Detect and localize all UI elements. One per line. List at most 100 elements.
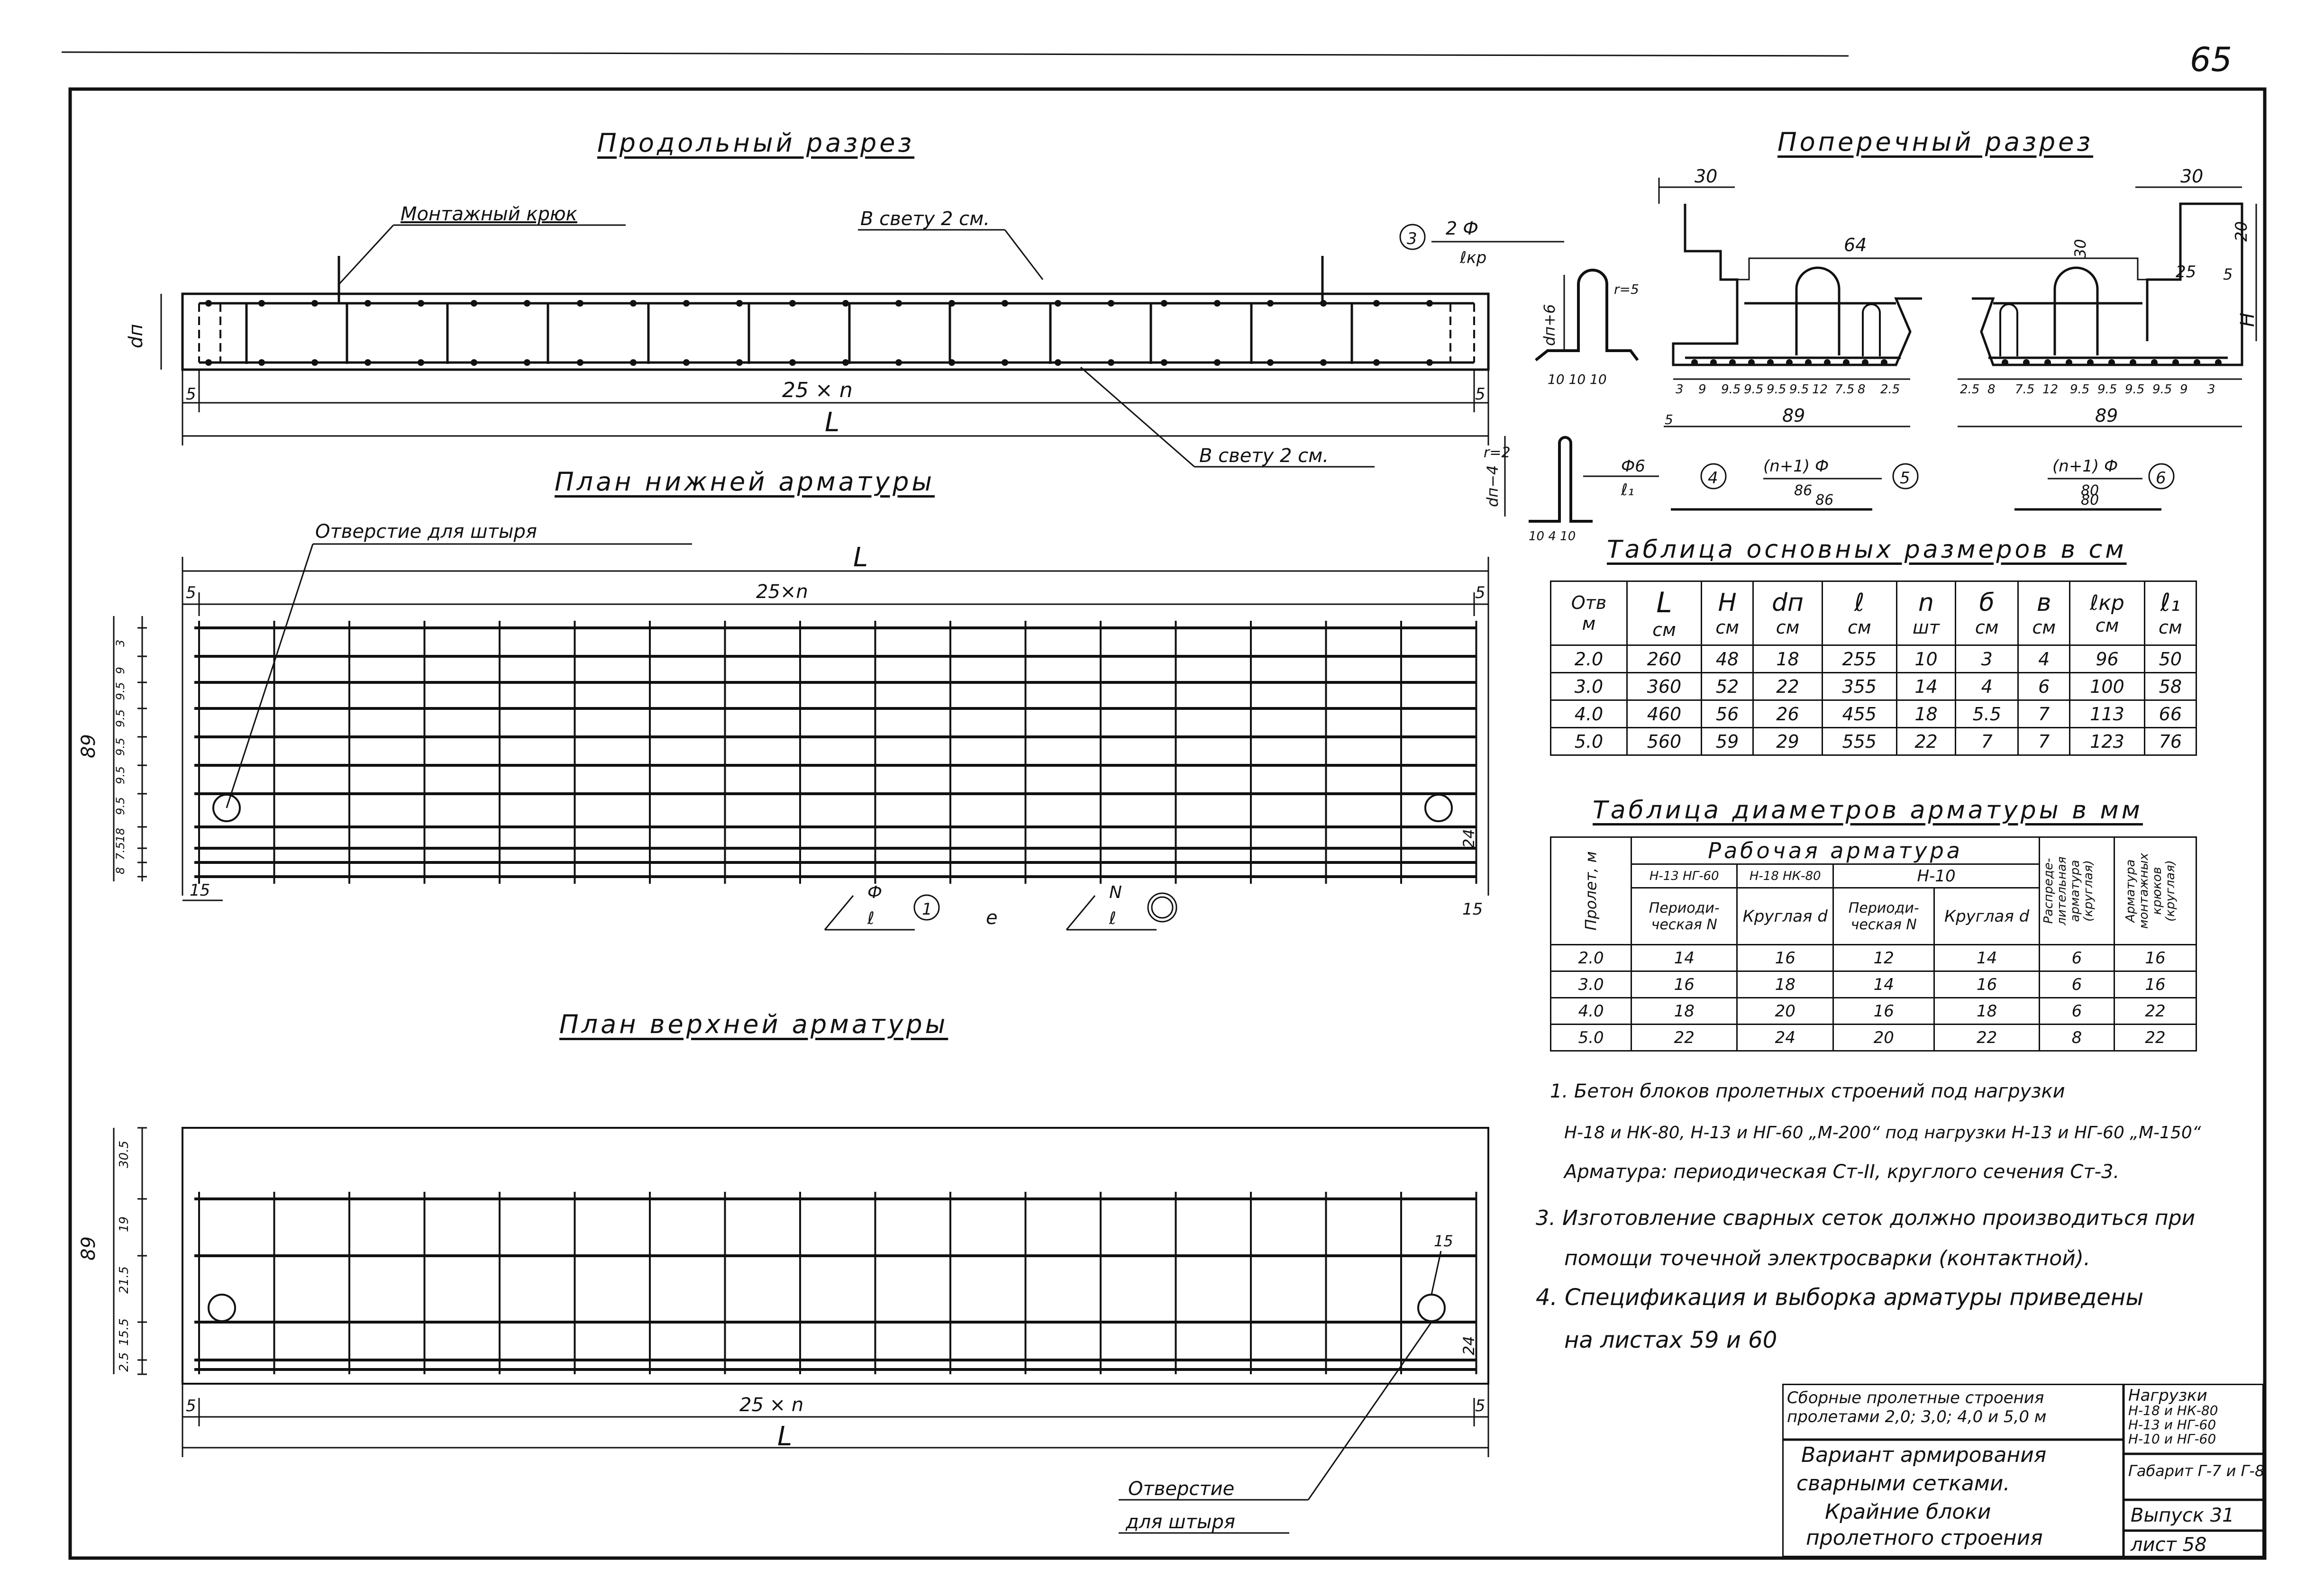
dim-5-right: 5 <box>1475 385 1486 404</box>
bar-dot <box>1161 359 1167 366</box>
mark1-num: 1 <box>922 900 932 919</box>
bar-dot <box>842 359 849 366</box>
cs-dim-20: 20 <box>2232 221 2251 242</box>
side-dim-label: 9.5 <box>114 682 127 700</box>
bar-dot <box>1373 300 1380 307</box>
table1-title: Таблица основных размеров в см <box>1607 535 2127 564</box>
t1-cell: 455 <box>1821 699 1897 728</box>
tick-label: 12 <box>1812 382 1828 397</box>
hook2-bottom-dims: 10 4 10 <box>1529 529 1576 544</box>
note-3-cont: помощи точечной электросварки (контактно… <box>1564 1246 2090 1270</box>
bar-dot <box>2215 359 2222 366</box>
note-1-cont: Н-18 и НК-80, Н-13 и НГ-60 „М-200“ под н… <box>1564 1123 2201 1143</box>
t2-h-g1: Н-13 НГ-60 <box>1631 863 1738 889</box>
mark5-top: (n+1) Ф <box>1763 457 1829 476</box>
t2-h-g3: Н-10 <box>1832 863 2040 889</box>
bar-dot <box>1002 300 1008 307</box>
t1-cell: 50 <box>2143 644 2197 673</box>
mark2-bot: ℓ <box>1109 909 1116 928</box>
bar-dot <box>2151 359 2158 366</box>
note-1: 1. Бетон блоков пролетных строений под н… <box>1550 1080 2065 1102</box>
bar-dot <box>471 300 477 307</box>
tb-desc-1: Сборные пролетные строения <box>1787 1388 2044 1407</box>
bar-dot <box>1824 359 1831 366</box>
t2-cell: 6 <box>2039 970 2115 998</box>
tb-loads-2: Н-18 и НК-80 <box>2128 1403 2218 1418</box>
table2-header-row-2: Н-13 НГ-60 Н-18 НК-80 Н-10 <box>1551 863 2196 889</box>
t2-cell: 6 <box>2039 944 2115 972</box>
mark5-bot: 86 <box>1794 482 1812 499</box>
table2-title: Таблица диаметров арматуры в мм <box>1593 796 2143 825</box>
t1-cell: 113 <box>2069 699 2145 728</box>
t2-cell: 16 <box>1933 970 2040 998</box>
t1-cell: 96 <box>2069 644 2145 673</box>
bar-dot <box>258 300 265 307</box>
bar-dot <box>842 300 849 307</box>
callout-gap-bottom: В свету 2 см. <box>1199 445 1329 467</box>
title-block-frame <box>1782 1384 2265 1559</box>
tb-desc-2: пролетами 2,0; 3,0; 4,0 и 5,0 м <box>1787 1407 2047 1426</box>
mark6-len: 80 <box>2081 492 2099 508</box>
side-dim-label: 7.5 <box>114 842 127 860</box>
bar-dot <box>1786 359 1793 366</box>
side-dim-label: 8 <box>114 867 127 874</box>
t1-cell: 58 <box>2143 672 2197 701</box>
bar-dot <box>1267 359 1274 366</box>
side-dim-label: 9 <box>114 667 127 674</box>
mark4-num: 4 <box>1708 469 1718 488</box>
bar-dot <box>258 359 265 366</box>
t2-cell: 22 <box>2114 997 2197 1025</box>
mark5-len: 86 <box>1815 492 1833 508</box>
mark2-top: N <box>1109 883 1122 902</box>
t2-cell: 16 <box>1832 997 1935 1025</box>
side-dim-label: 30.5 <box>117 1141 131 1168</box>
t1-cell: 22 <box>1752 672 1823 701</box>
tick-label: 9.5 <box>1767 382 1786 397</box>
mark1-top: Ф <box>867 883 882 902</box>
t1-cell: 560 <box>1626 727 1702 756</box>
tick-label: 3 <box>2207 382 2215 397</box>
bp-dim-15-left: 15 <box>190 881 210 900</box>
tp-dim-24: 24 <box>1460 1336 1478 1355</box>
bar-dot <box>1862 359 1868 366</box>
bar-dot <box>1055 359 1061 366</box>
hook-dn6: dп+6 <box>1540 304 1558 346</box>
tb-sheet: лист 58 <box>2131 1534 2207 1556</box>
dim-span: 25 × n <box>782 378 853 402</box>
t2-cell: 22 <box>1933 1024 2040 1052</box>
bar-dot <box>524 300 530 307</box>
hook2-r2: r=2 <box>1484 444 1511 461</box>
t1-cell: 4 <box>1955 672 2019 701</box>
tick-label: 7.5 <box>2015 382 2034 397</box>
bp-dim-5-left: 5 <box>186 583 196 602</box>
note-4: 4. Спецификация и выборка арматуры приве… <box>1536 1284 2144 1311</box>
mark4-bot: ℓ₁ <box>1621 481 1634 499</box>
t2-h-span: Пролет, м <box>1549 836 1632 945</box>
t1-cell: 5.5 <box>1955 699 2019 728</box>
t1-cell: 7 <box>2017 699 2071 728</box>
bar-dot <box>2108 359 2115 366</box>
bar-dot <box>2044 359 2051 366</box>
tick-label: 12 <box>2042 382 2058 397</box>
cross-section <box>1672 202 2243 366</box>
t1-cell: 29 <box>1752 727 1823 756</box>
bar-dot <box>1161 300 1167 307</box>
mark3-bot: ℓкр <box>1459 248 1486 267</box>
bar-dot <box>895 359 902 366</box>
t1-cell: 7 <box>1955 727 2019 756</box>
t2-h-c3: Периоди-ческая N <box>1832 887 1935 945</box>
t2-cell: 2.0 <box>1549 944 1632 972</box>
bar-dot <box>418 359 424 366</box>
tp-dim-89: 89 <box>78 1236 100 1260</box>
t1-cell: 59 <box>1700 727 1754 756</box>
long-section: dп 5 5 25 × n L Монтажный крюк В свету 2… <box>125 203 1490 468</box>
bar-dot <box>789 359 796 366</box>
tb-gabarit: Габарит Г-7 и Г-8 <box>2128 1462 2265 1480</box>
